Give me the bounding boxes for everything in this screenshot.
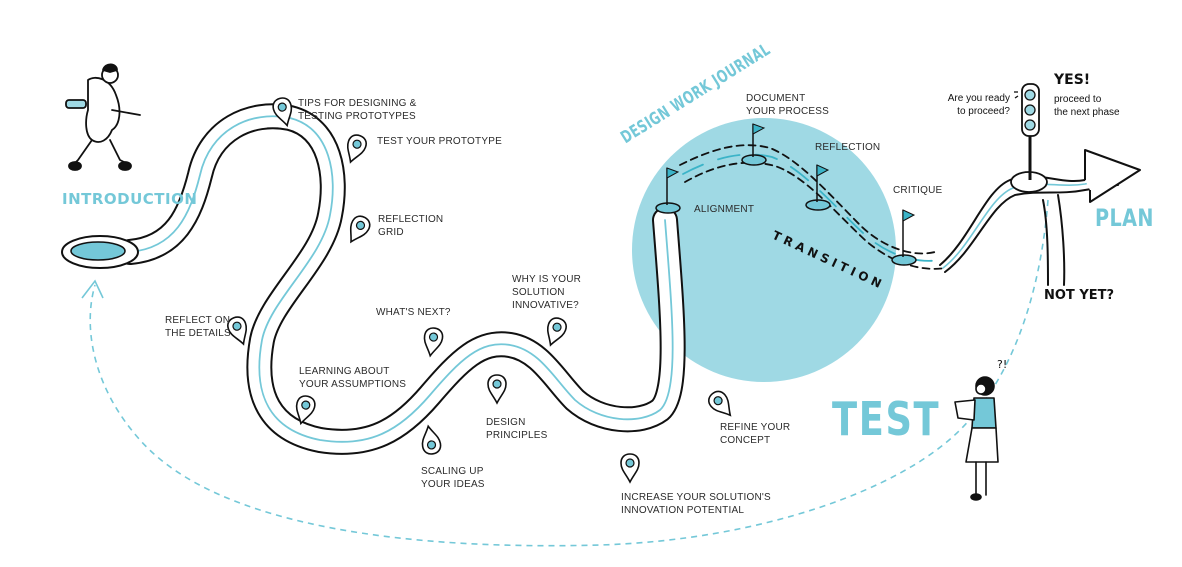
waypoint-line: REFLECTION xyxy=(378,214,444,225)
flag-label-line: REFLECTION xyxy=(815,142,881,153)
map-pin-body xyxy=(620,453,640,484)
map-pin-body xyxy=(708,390,732,417)
map-pin-icon xyxy=(546,317,567,347)
waypoint-line: YOUR ASSUMPTIONS xyxy=(299,379,407,390)
map-pin-dot xyxy=(552,322,562,332)
map-pin-icon xyxy=(349,215,371,244)
map-pin-dot xyxy=(625,458,635,468)
map-pin-icon xyxy=(272,97,293,128)
decision-question: Are you ready to proceed? xyxy=(936,92,1010,118)
waypoint-label: WHY IS YOUR SOLUTION INNOVATIVE? xyxy=(512,273,581,312)
map-pin-icon xyxy=(708,390,732,417)
phase-test: TEST xyxy=(832,392,941,446)
flag-label-line: ALIGNMENT xyxy=(694,204,755,215)
map-pin-icon xyxy=(421,424,442,455)
map-pin-icon xyxy=(295,395,316,426)
flag-label-critique: CRITIQUE xyxy=(893,184,942,197)
map-pin-dot xyxy=(428,332,439,342)
design-work-journal-circle xyxy=(632,118,896,382)
waypoint-line: SOLUTION xyxy=(512,287,565,298)
waypoint-line: CONCEPT xyxy=(720,435,771,446)
map-pin-body xyxy=(423,327,444,358)
waypoint-line: TIPS FOR DESIGNING & xyxy=(298,98,417,109)
waypoint-label: TEST YOUR PROTOTYPE xyxy=(377,135,502,148)
map-pin-icon xyxy=(227,316,248,346)
waypoint-label: REFLECTION GRID xyxy=(378,213,443,239)
question-line: Are you ready xyxy=(947,93,1010,104)
journey-road xyxy=(117,103,686,455)
decision-yes: YES! xyxy=(1054,72,1091,88)
map-pin-body xyxy=(272,97,293,128)
waypoint-label: DESIGN PRINCIPLES xyxy=(486,416,547,442)
map-pin-body xyxy=(295,395,316,426)
yes-detail-line: the next phase xyxy=(1054,107,1120,118)
map-pin-dot xyxy=(492,379,502,389)
waypoint-label: LEARNING ABOUT YOUR ASSUMPTIONS xyxy=(299,365,406,391)
waypoint-label: TIPS FOR DESIGNING & TESTING PROTOTYPES xyxy=(298,97,416,123)
phase-introduction: INTRODUCTION xyxy=(62,190,198,208)
map-pin-body xyxy=(421,424,442,455)
map-pin-body xyxy=(487,374,507,405)
waypoint-line: DESIGN xyxy=(486,417,526,428)
map-pin-icon xyxy=(487,374,507,405)
map-pin-body xyxy=(349,215,371,244)
map-pin-dot xyxy=(232,321,242,331)
return-arrowhead xyxy=(81,279,104,299)
waypoint-line: REFINE YOUR xyxy=(720,422,791,433)
map-pin-dot xyxy=(277,102,287,112)
waypoint-line: WHAT'S NEXT? xyxy=(376,307,451,318)
waypoint-label: REFLECT ON THE DETAILS xyxy=(165,314,231,340)
map-pin-body xyxy=(346,134,367,164)
waypoint-line: GRID xyxy=(378,227,404,238)
flag-label-alignment: ALIGNMENT xyxy=(694,203,754,216)
map-pin-dot xyxy=(426,440,437,450)
decision-not-yet: NOT YET? xyxy=(1044,288,1115,303)
map-pin-icon xyxy=(620,453,640,484)
waypoint-line: PRINCIPLES xyxy=(486,430,548,441)
waypoint-line: LEARNING ABOUT xyxy=(299,366,390,377)
map-pin-dot xyxy=(355,220,366,231)
waypoint-line: INCREASE YOUR SOLUTION'S xyxy=(621,492,771,503)
waypoint-label: INCREASE YOUR SOLUTION'S INNOVATION POTEN… xyxy=(621,491,771,517)
waypoint-label: WHAT'S NEXT? xyxy=(376,306,451,319)
waypoint-label: REFINE YOUR CONCEPT xyxy=(720,421,790,447)
start-pool xyxy=(70,241,126,261)
phase-plan: PLAN xyxy=(1095,204,1154,232)
map-pin-dot xyxy=(301,400,311,410)
plan-arrow xyxy=(1084,149,1141,203)
flag-label-line: DOCUMENT xyxy=(746,93,806,104)
flag-critique xyxy=(891,209,917,266)
flag-alignment xyxy=(655,167,681,214)
waypoint-line: TESTING PROTOTYPES xyxy=(298,111,416,122)
walking-person-figure xyxy=(65,63,141,171)
traffic-light-icon xyxy=(1014,83,1040,180)
map-pin-icon xyxy=(346,134,367,164)
flag-label-document: DOCUMENT YOUR PROCESS xyxy=(746,92,829,118)
waypoint-line: YOUR IDEAS xyxy=(421,479,485,490)
waypoint-line: SCALING UP xyxy=(421,466,484,477)
yes-detail-line: proceed to xyxy=(1054,94,1102,105)
flag-document xyxy=(741,123,767,166)
decision-yes-detail: proceed to the next phase xyxy=(1054,93,1120,119)
flag-label-line: CRITIQUE xyxy=(893,185,943,196)
waypoint-line: THE DETAILS xyxy=(165,328,231,339)
waypoint-label: SCALING UP YOUR IDEAS xyxy=(421,465,485,491)
question-line: to proceed? xyxy=(957,106,1010,117)
waypoint-line: TEST YOUR PROTOTYPE xyxy=(377,136,502,147)
waypoint-line: INNOVATION POTENTIAL xyxy=(621,505,745,516)
flag-reflection xyxy=(805,164,831,211)
waypoint-line: REFLECT ON xyxy=(165,315,231,326)
flag-label-reflection: REFLECTION xyxy=(815,141,880,154)
map-pin-dot xyxy=(713,396,723,406)
thinking-person-figure xyxy=(954,376,999,501)
map-pin-icon xyxy=(423,327,444,358)
waypoint-pins xyxy=(227,97,732,484)
map-pin-dot xyxy=(352,139,362,149)
waypoint-line: INNOVATIVE? xyxy=(512,300,579,311)
return-dashed-path xyxy=(89,199,1049,547)
map-pin-body xyxy=(546,317,567,347)
flag-label-line: YOUR PROCESS xyxy=(746,106,829,117)
waypoint-line: WHY IS YOUR xyxy=(512,274,582,285)
exclamation-mark: ?! xyxy=(997,358,1008,371)
